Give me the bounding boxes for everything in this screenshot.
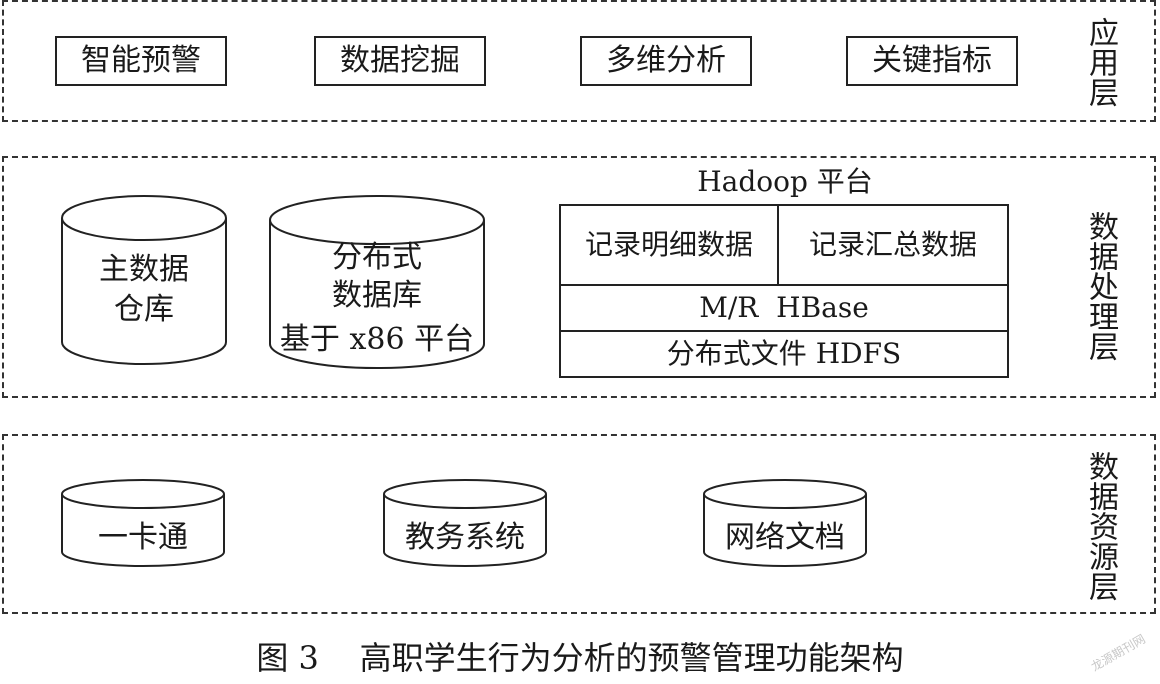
detail-data-cell: 记录明细数据 bbox=[561, 206, 779, 286]
web-documents-cylinder: 网络文档 bbox=[702, 478, 868, 570]
cylinder-shape bbox=[703, 479, 867, 567]
distributed-db-cylinder: 分布式 数据库 基于 x86 平台 bbox=[268, 194, 486, 372]
figure-caption: 图 3 高职学生行为分析的预警管理功能架构 bbox=[256, 639, 904, 677]
cylinder-shape bbox=[61, 479, 225, 567]
processing-layer bbox=[2, 156, 1156, 398]
mr-hbase-cell: M/R HBase bbox=[561, 286, 1007, 332]
distributed-db-line2: 数据库 bbox=[332, 278, 422, 313]
distributed-db-line3: 基于 x86 平台 bbox=[279, 322, 475, 357]
processing-layer-label: 数据处理层 bbox=[1083, 211, 1118, 361]
application-layer bbox=[2, 0, 1156, 122]
resource-layer bbox=[2, 434, 1156, 614]
data-mining-box: 数据挖掘 bbox=[314, 36, 486, 86]
cylinder-shape bbox=[383, 479, 547, 567]
campus-card-label: 一卡通 bbox=[98, 520, 188, 555]
summary-data-cell: 记录汇总数据 bbox=[779, 206, 1007, 286]
web-documents-label: 网络文档 bbox=[725, 520, 845, 555]
cylinder-shape bbox=[269, 195, 485, 369]
main-warehouse-cylinder: 主数据 仓库 bbox=[60, 194, 228, 368]
cylinder-shape bbox=[61, 195, 227, 365]
campus-card-cylinder: 一卡通 bbox=[60, 478, 226, 570]
hadoop-title: Hadoop 平台 bbox=[697, 165, 873, 198]
hadoop-platform-box: 记录明细数据 记录汇总数据 M/R HBase 分布式文件 HDFS bbox=[559, 204, 1009, 378]
distributed-db-line1: 分布式 bbox=[332, 240, 422, 275]
academic-system-label: 教务系统 bbox=[405, 520, 525, 555]
academic-system-cylinder: 教务系统 bbox=[382, 478, 548, 570]
key-indicator-box: 关键指标 bbox=[846, 36, 1018, 86]
main-warehouse-line2: 仓库 bbox=[114, 292, 174, 327]
resource-layer-label: 数据资源层 bbox=[1083, 451, 1118, 601]
application-layer-label: 应用层 bbox=[1083, 17, 1118, 107]
multidim-analysis-box: 多维分析 bbox=[580, 36, 752, 86]
main-warehouse-line1: 主数据 bbox=[99, 252, 189, 287]
smart-warning-box: 智能预警 bbox=[55, 36, 227, 86]
hdfs-cell: 分布式文件 HDFS bbox=[666, 337, 902, 370]
